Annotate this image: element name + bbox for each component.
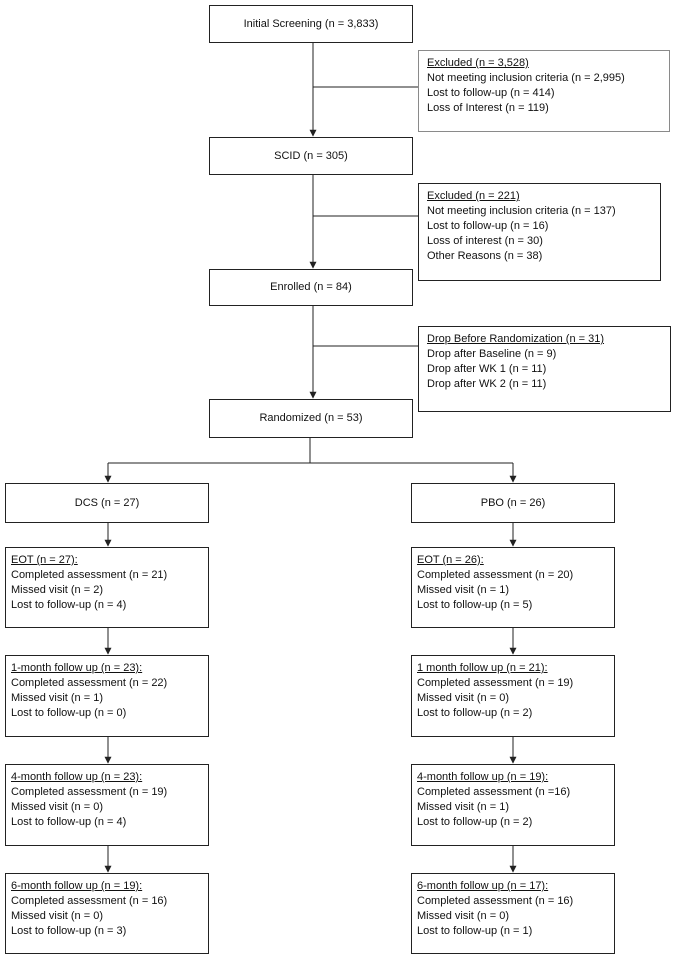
stage-line: Missed visit (n = 2): [11, 584, 103, 596]
dcs-arm-label: DCS (n = 27): [74, 496, 140, 509]
pbo-arm-label: PBO (n = 26): [480, 496, 546, 509]
stage-line: Missed visit (n = 1): [417, 801, 509, 813]
pbo-arm-box: PBO (n = 26): [411, 483, 615, 523]
stage-line: Missed visit (n = 0): [11, 910, 103, 922]
drop-line: Drop after Baseline (n = 9): [427, 348, 557, 360]
stage-title: 1-month follow up (n = 23):: [11, 662, 143, 674]
stage-line: Lost to follow-up (n = 4): [11, 816, 127, 828]
stage-line: Missed visit (n = 1): [11, 692, 103, 704]
pbo-4-month-box: 4-month follow up (n = 19): Completed as…: [411, 764, 615, 846]
excluded-1-line: Not meeting inclusion criteria (n = 2,99…: [427, 72, 625, 84]
initial-screening-box: Initial Screening (n = 3,833): [209, 5, 413, 43]
scid-box: SCID (n = 305): [209, 137, 413, 175]
stage-line: Completed assessment (n = 20): [417, 569, 574, 581]
enrolled-label: Enrolled (n = 84): [270, 281, 352, 293]
excluded-box-1: Excluded (n = 3,528) Not meeting inclusi…: [418, 50, 670, 132]
dcs-arm-box: DCS (n = 27): [5, 483, 209, 523]
stage-line: Completed assessment (n = 19): [417, 677, 574, 689]
stage-title: 6-month follow up (n = 17):: [417, 880, 549, 892]
stage-line: Missed visit (n = 0): [417, 910, 509, 922]
dcs-1-month-box: 1-month follow up (n = 23): Completed as…: [5, 655, 209, 737]
stage-line: Lost to follow-up (n = 2): [417, 707, 533, 719]
excluded-2-line: Lost to follow-up (n = 16): [427, 220, 549, 232]
excluded-2-line: Other Reasons (n = 38): [427, 250, 543, 262]
stage-line: Lost to follow-up (n = 0): [11, 707, 127, 719]
dcs-6-month-box: 6-month follow up (n = 19): Completed as…: [5, 873, 209, 954]
excluded-2-title: Excluded (n = 221): [427, 190, 520, 202]
excluded-box-2: Excluded (n = 221) Not meeting inclusion…: [418, 183, 661, 281]
scid-label: SCID (n = 305): [274, 149, 348, 162]
stage-line: Missed visit (n = 0): [417, 692, 509, 704]
excluded-1-line: Loss of Interest (n = 119): [427, 102, 549, 114]
stage-line: Missed visit (n = 0): [11, 801, 103, 813]
stage-line: Lost to follow-up (n = 5): [417, 599, 533, 611]
stage-title: 4-month follow up (n = 19):: [417, 771, 549, 783]
enrolled-box: Enrolled (n = 84): [209, 269, 413, 306]
pbo-eot-box: EOT (n = 26): Completed assessment (n = …: [411, 547, 615, 628]
stage-line: Lost to follow-up (n = 2): [417, 816, 533, 828]
stage-line: Missed visit (n = 1): [417, 584, 509, 596]
stage-title: 4-month follow up (n = 23):: [11, 771, 143, 783]
excluded-1-title: Excluded (n = 3,528): [427, 57, 529, 69]
stage-line: Lost to follow-up (n = 1): [417, 925, 533, 937]
pbo-1-month-box: 1 month follow up (n = 21): Completed as…: [411, 655, 615, 737]
dcs-4-month-box: 4-month follow up (n = 23): Completed as…: [5, 764, 209, 846]
stage-line: Lost to follow-up (n = 4): [11, 599, 127, 611]
stage-line: Completed assessment (n = 22): [11, 677, 168, 689]
drop-line: Drop after WK 2 (n = 11): [427, 378, 547, 390]
stage-title: EOT (n = 27):: [11, 554, 78, 566]
initial-screening-label: Initial Screening (n = 3,833): [243, 17, 379, 30]
pbo-6-month-box: 6-month follow up (n = 17): Completed as…: [411, 873, 615, 954]
stage-line: Completed assessment (n =16): [417, 786, 571, 798]
stage-title: 1 month follow up (n = 21):: [417, 662, 548, 674]
drop-before-randomization-box: Drop Before Randomization (n = 31) Drop …: [418, 326, 671, 412]
stage-title: EOT (n = 26):: [417, 554, 484, 566]
stage-line: Lost to follow-up (n = 3): [11, 925, 127, 937]
excluded-2-line: Not meeting inclusion criteria (n = 137): [427, 205, 616, 217]
dcs-eot-box: EOT (n = 27): Completed assessment (n = …: [5, 547, 209, 628]
drop-line: Drop after WK 1 (n = 11): [427, 363, 547, 375]
stage-line: Completed assessment (n = 16): [417, 895, 574, 907]
drop-title: Drop Before Randomization (n = 31): [427, 333, 605, 345]
stage-line: Completed assessment (n = 19): [11, 786, 168, 798]
stage-title: 6-month follow up (n = 19):: [11, 880, 143, 892]
excluded-1-line: Lost to follow-up (n = 414): [427, 87, 555, 99]
stage-line: Completed assessment (n = 21): [11, 569, 168, 581]
randomized-box: Randomized (n = 53): [209, 399, 413, 438]
stage-line: Completed assessment (n = 16): [11, 895, 168, 907]
randomized-label: Randomized (n = 53): [259, 412, 363, 424]
excluded-2-line: Loss of interest (n = 30): [427, 235, 543, 247]
